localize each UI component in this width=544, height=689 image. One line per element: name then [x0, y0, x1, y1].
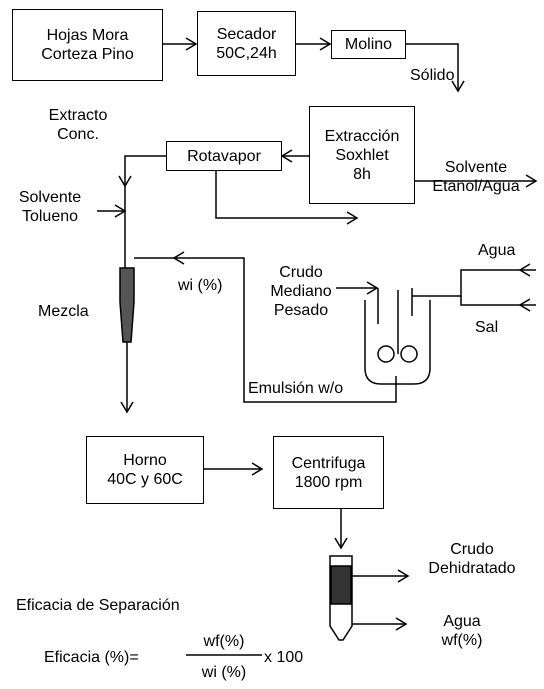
rotavapor-box: Rotavapor: [166, 141, 282, 171]
crudo-dehidratado-line2: Dehidratado: [428, 560, 516, 577]
solvente-tolueno-line1: Solvente: [18, 189, 82, 206]
agua-in-label: Agua: [478, 242, 516, 259]
extracto-line1: Extracto: [48, 107, 108, 124]
arrow-rotavapor-mezcla: [124, 155, 166, 270]
wi-label: wi (%): [178, 277, 223, 294]
hojas-box: Hojas Mora Corteza Pino: [12, 9, 163, 81]
crudo-mediano-line1: Crudo: [279, 264, 323, 281]
solvente-etanol-line2: Etanol/Agua: [432, 178, 520, 195]
crudo-dehidratado-label: Crudo Dehidratado: [413, 540, 531, 578]
mezcla-mixer: [119, 267, 135, 343]
horno-line1: Horno: [123, 452, 167, 469]
centrifuga-line1: Centrifuga: [291, 454, 366, 472]
crudo-mediano-label: Crudo Mediano Pesado: [256, 263, 346, 320]
formula-lhs: Eficacia (%)=: [44, 649, 139, 666]
solido-label: Sólido: [410, 67, 455, 84]
secador-line1: Secador: [216, 25, 277, 43]
horno-box: Horno 40C y 60C: [86, 436, 204, 504]
centrifuge-tube: [329, 555, 353, 641]
extracto-label: Extracto Conc.: [38, 106, 118, 144]
formula-denominator: wi (%): [201, 664, 247, 681]
formula-title: Eficacia de Separación: [16, 597, 180, 614]
secador-box: Secador 50C,24h: [197, 11, 296, 76]
molino-label: Molino: [344, 36, 393, 53]
agua-out-line1: Agua: [443, 613, 481, 630]
crudo-dehidratado-line1: Crudo: [450, 541, 494, 558]
formula-rhs: x 100: [264, 649, 304, 666]
extraccion-line1: Extracción: [324, 127, 400, 145]
rotavapor-label: Rotavapor: [187, 147, 261, 165]
centrifuga-line2: 1800 rpm: [294, 473, 363, 491]
extraccion-box: Extracción Soxhlet 8h: [309, 106, 415, 204]
solvente-etanol-label: Solvente Etanol/Agua: [418, 158, 534, 196]
crudo-mediano-line3: Pesado: [273, 302, 329, 319]
horno-line2: 40C y 60C: [107, 471, 183, 488]
arrow-emulsion-mezcla: [134, 257, 397, 403]
molino-box: Molino: [331, 30, 406, 59]
emulsion-label: Emulsión w/o: [248, 380, 344, 397]
hojas-line2: Corteza Pino: [41, 46, 134, 63]
hojas-line1: Hojas Mora: [46, 27, 129, 44]
sal-label: Sal: [475, 319, 499, 336]
arrow-agua-sal-tank: [412, 269, 536, 297]
agua-out-label: Agua wf(%): [432, 612, 492, 650]
extracto-line2: Conc.: [57, 126, 99, 143]
arrow-rotavapor-recycle: [215, 170, 357, 219]
secador-line2: 50C,24h: [216, 44, 277, 62]
mezcla-label: Mezcla: [38, 303, 89, 320]
arrow-molino-extraccion: [406, 43, 459, 91]
formula-numerator: wf(%): [203, 633, 245, 650]
solvente-etanol-line1: Solvente: [444, 159, 508, 176]
agua-out-line2: wf(%): [441, 632, 483, 649]
centrifuga-box: Centrifuga 1800 rpm: [273, 436, 384, 509]
extraccion-line3: 8h: [353, 165, 371, 183]
crudo-mediano-line2: Mediano: [270, 283, 332, 300]
extraccion-line2: Soxhlet: [335, 146, 389, 164]
mixing-tank: [364, 300, 431, 385]
solvente-tolueno-label: Solvente Tolueno: [10, 188, 90, 226]
solvente-tolueno-line2: Tolueno: [21, 208, 79, 225]
